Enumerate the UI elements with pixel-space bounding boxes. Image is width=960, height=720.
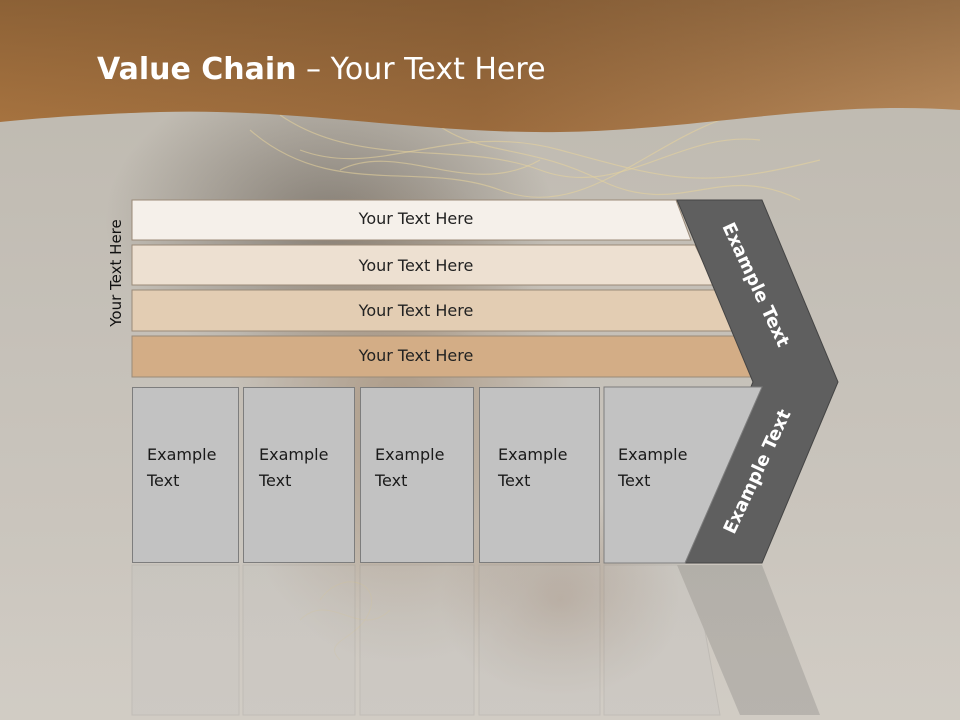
row-bar-1 — [131, 199, 692, 241]
column-3-line-2: Text — [375, 471, 408, 490]
column-box-3 — [360, 387, 474, 563]
column-box-4 — [479, 387, 600, 563]
column-text-3: Example Text — [375, 442, 444, 494]
column-1-line-2: Text — [147, 471, 180, 490]
row-label-2: Your Text Here — [358, 256, 474, 275]
row-label-4: Your Text Here — [358, 346, 474, 365]
row-label-1: Your Text Here — [358, 209, 474, 228]
reflection-shapes — [131, 564, 820, 716]
slide-title: Value Chain – Your Text Here — [97, 52, 546, 87]
title-rest: – Your Text Here — [296, 52, 546, 87]
column-4-line-2: Text — [498, 471, 531, 490]
column-text-2: Example Text — [259, 442, 328, 494]
bottom-fade — [0, 560, 960, 720]
last-column-box — [603, 386, 763, 564]
column-2-line-2: Text — [259, 471, 292, 490]
column-text-5: Example Text — [618, 442, 687, 494]
column-5-line-2: Text — [618, 471, 651, 490]
column-1-line-1: Example — [147, 445, 217, 464]
header-band — [0, 0, 960, 133]
column-3-line-1: Example — [375, 445, 445, 464]
row-label-3: Your Text Here — [358, 301, 474, 320]
column-5-line-1: Example — [618, 445, 688, 464]
column-box-2 — [243, 387, 355, 563]
title-bold: Value Chain — [97, 52, 297, 87]
diagram-reflection — [0, 563, 960, 720]
column-4-line-1: Example — [498, 445, 568, 464]
column-text-1: Example Text — [147, 442, 216, 494]
column-2-line-1: Example — [259, 445, 329, 464]
column-box-1 — [132, 387, 239, 563]
column-text-4: Example Text — [498, 442, 567, 494]
